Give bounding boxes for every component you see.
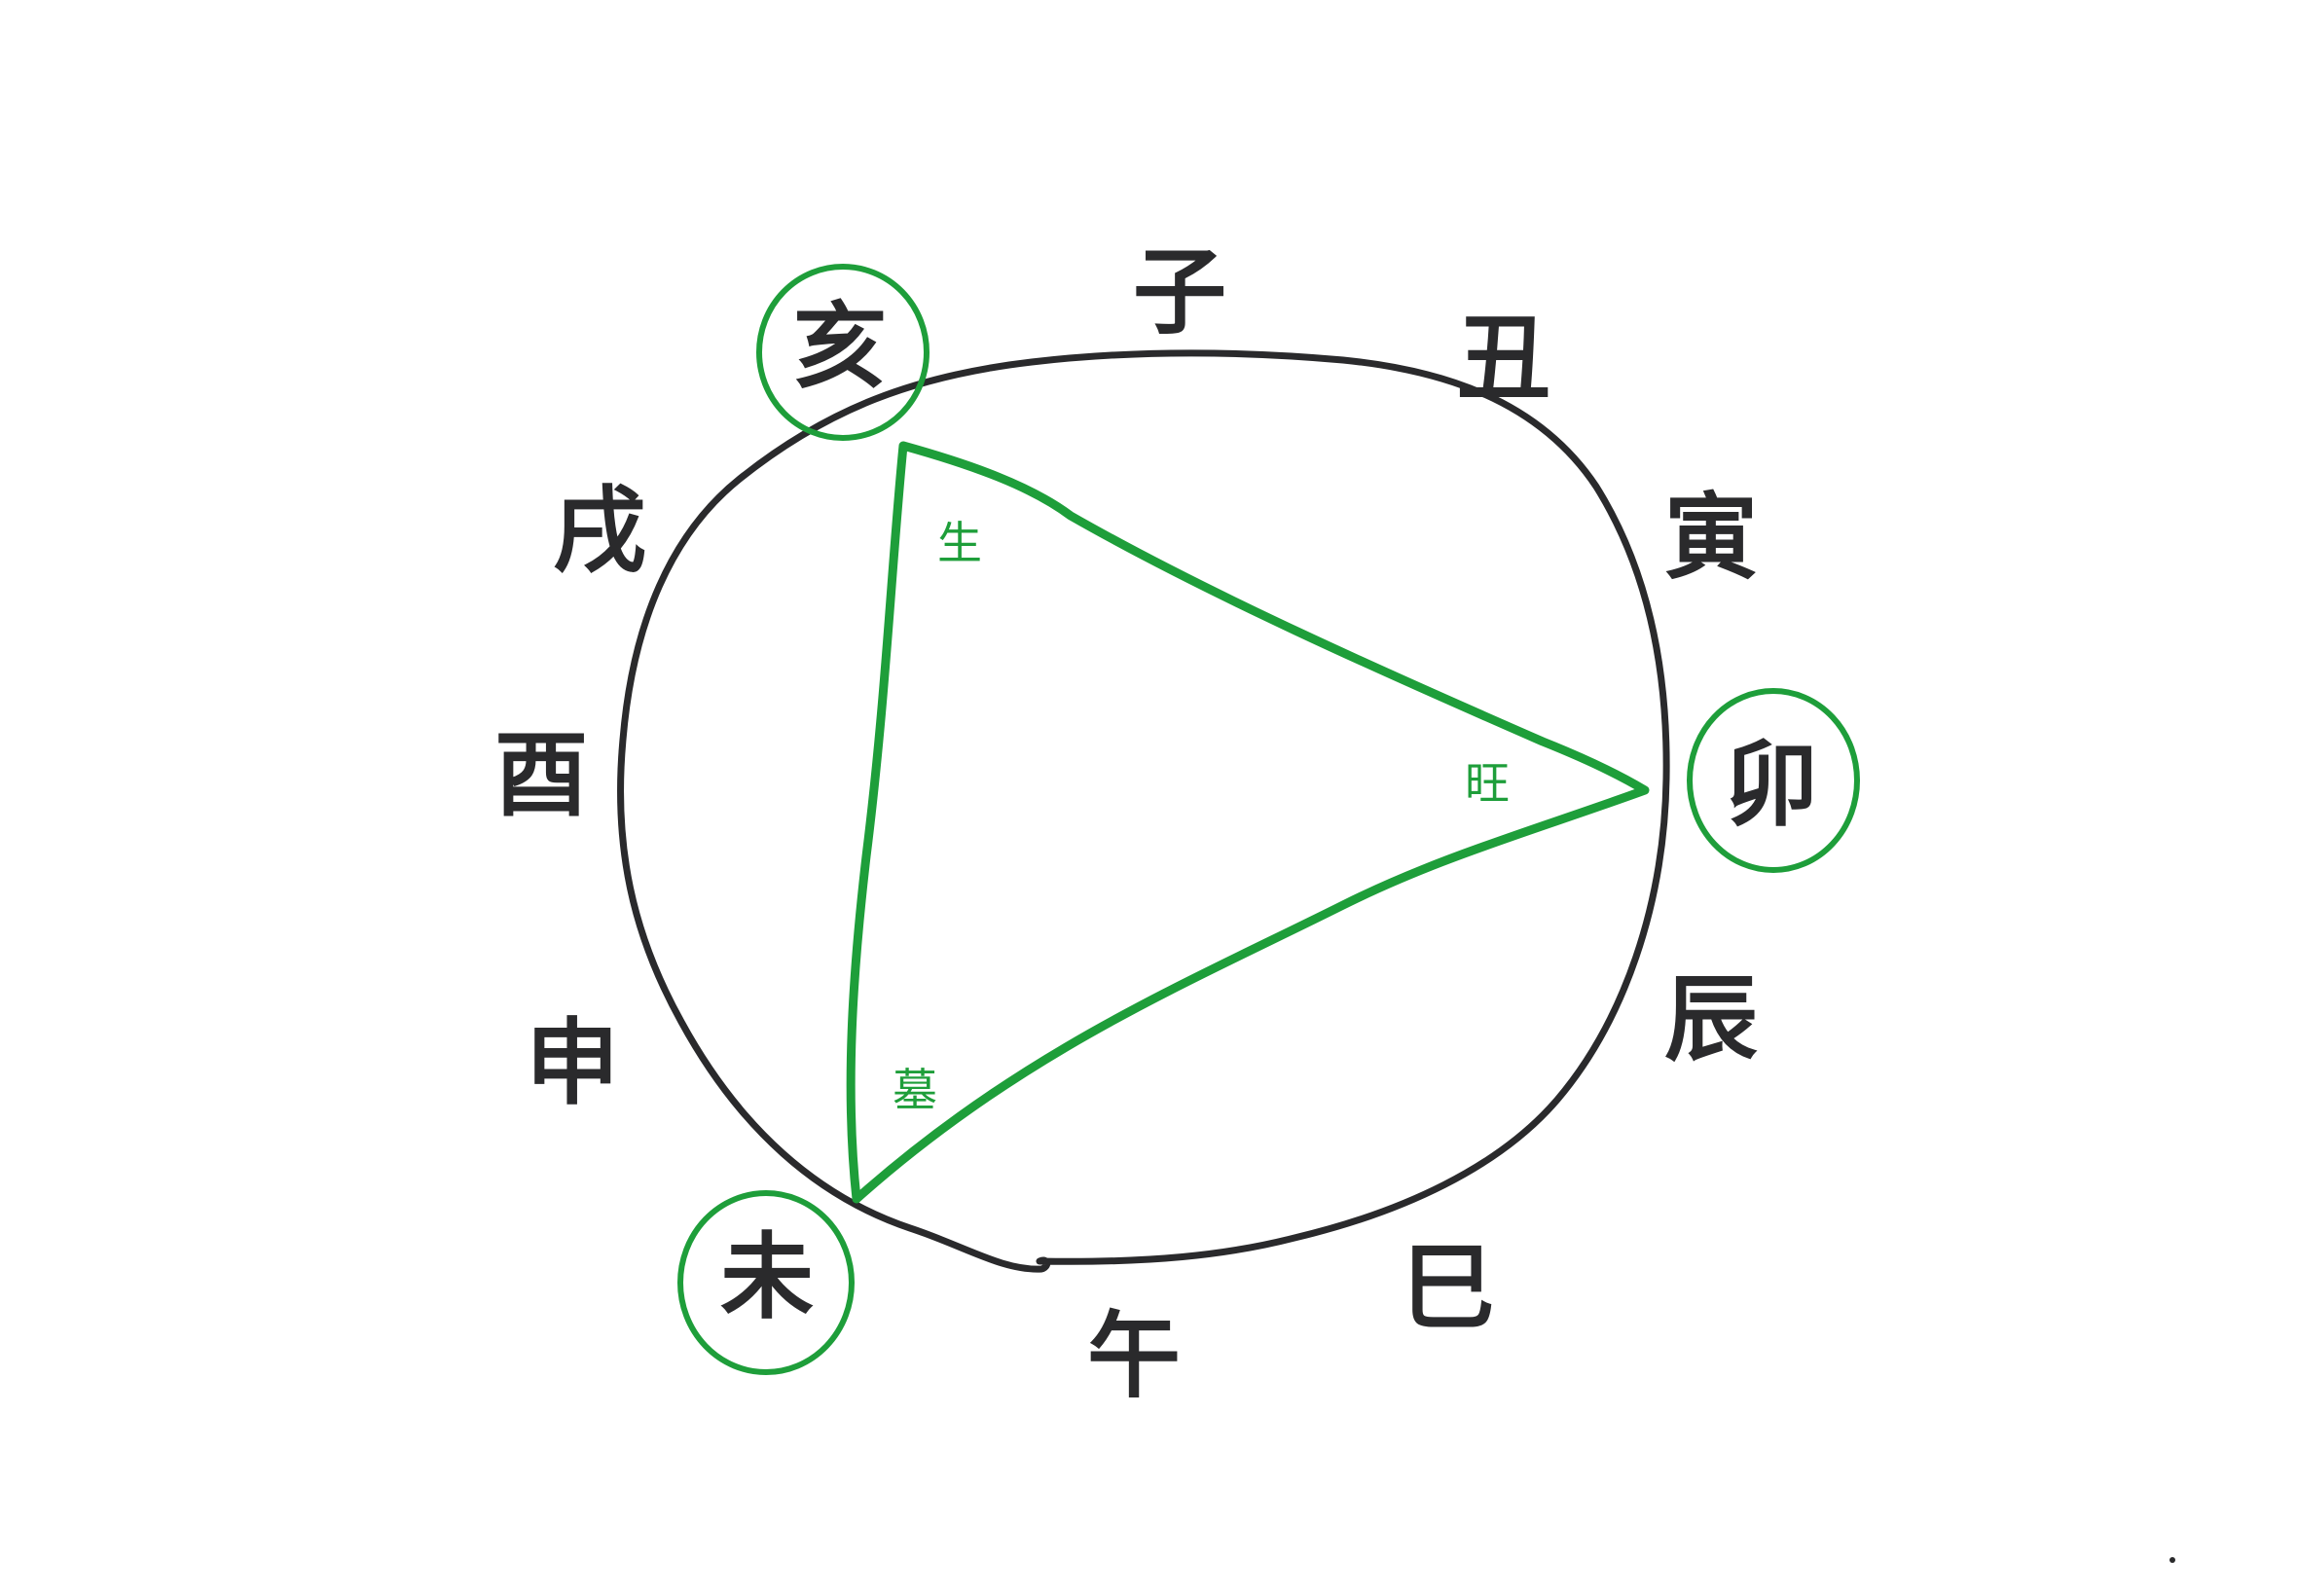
outer-ring [617, 349, 1670, 1273]
stray-dot [2169, 1557, 2175, 1563]
branch-wu: 午 [1087, 1301, 1181, 1411]
circle-hai [756, 264, 930, 441]
branch-you: 酉 [494, 720, 588, 830]
branch-wei: 未 [720, 1222, 814, 1332]
circle-wei [677, 1190, 855, 1375]
branch-labels: 子 丑 寅 卯 辰 巳 午 未 申 酉 戌 亥 [494, 237, 1818, 1411]
branch-mao: 卯 [1725, 730, 1818, 840]
branch-shen: 申 [526, 1008, 619, 1118]
branch-chen: 辰 [1664, 964, 1758, 1074]
branch-xu: 戌 [553, 476, 646, 586]
branch-zi: 子 [1133, 237, 1226, 347]
branch-chou: 丑 [1457, 304, 1550, 414]
branch-hai: 亥 [793, 292, 887, 402]
sanhe-triangle [846, 441, 1650, 1204]
label-birth: 生 [937, 517, 982, 569]
branch-si: 巳 [1402, 1233, 1495, 1343]
stage-labels: 生 旺 墓 [893, 517, 1510, 1116]
branch-yin: 寅 [1664, 483, 1758, 593]
label-tomb: 墓 [893, 1064, 937, 1116]
circle-mao [1687, 688, 1860, 873]
label-peak: 旺 [1465, 757, 1510, 810]
